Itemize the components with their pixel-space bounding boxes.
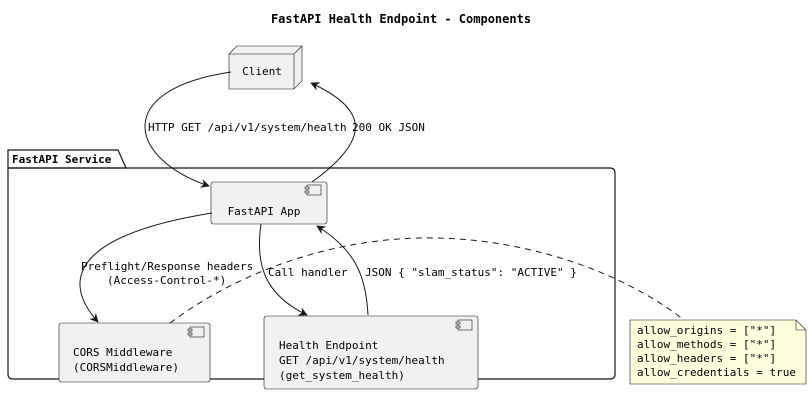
cors-config-note: allow_origins = ["*"] allow_methods = ["… — [629, 319, 807, 385]
edge-app-to-health — [258, 223, 308, 316]
note-line: allow_credentials = true — [637, 366, 796, 379]
edge-label-client-to-app: HTTP GET /api/v1/system/health — [148, 121, 347, 134]
edge-label-app-to-client: 200 OK JSON — [352, 121, 425, 134]
health-label-line3: (get_system_health) — [279, 369, 405, 382]
note-line: allow_methods = ["*"] — [637, 338, 776, 351]
edge-label-app-to-health: Call handler — [268, 266, 348, 279]
cors-middleware-component: CORS Middleware (CORSMiddleware) — [58, 322, 211, 383]
client-node: Client — [228, 45, 303, 90]
cors-label-line2: (CORSMiddleware) — [73, 361, 179, 374]
edge-label-app-to-cors-line2: (Access-Control-*) — [107, 274, 226, 287]
component-icon — [187, 326, 205, 338]
client-label: Client — [242, 65, 282, 78]
edge-label-health-to-app: JSON { "slam_status": "ACTIVE" } — [365, 266, 577, 279]
health-label-line1: Health Endpoint — [279, 339, 378, 352]
component-icon — [304, 184, 322, 196]
fastapi-app-label: FastAPI App — [228, 205, 301, 218]
note-line: allow_headers = ["*"] — [637, 352, 776, 365]
package-label: FastAPI Service — [12, 153, 112, 166]
diagram-title: FastAPI Health Endpoint - Components — [271, 12, 531, 26]
health-label-line2: GET /api/v1/system/health — [279, 354, 445, 367]
package-fastapi-service: FastAPI Service — [7, 149, 616, 380]
note-connector — [169, 237, 685, 324]
fastapi-app-component: FastAPI App — [210, 181, 328, 225]
health-endpoint-component: Health Endpoint GET /api/v1/system/healt… — [263, 315, 479, 390]
component-icon — [455, 319, 473, 331]
edge-app-to-cors — [79, 212, 213, 323]
edge-label-app-to-cors-line1: Preflight/Response headers — [81, 260, 253, 273]
edge-app-to-client — [310, 82, 356, 183]
edge-health-to-app — [316, 225, 369, 316]
cors-label-line1: CORS Middleware — [73, 346, 172, 359]
edge-client-to-app — [144, 71, 232, 188]
note-line: allow_origins = ["*"] — [637, 324, 776, 337]
